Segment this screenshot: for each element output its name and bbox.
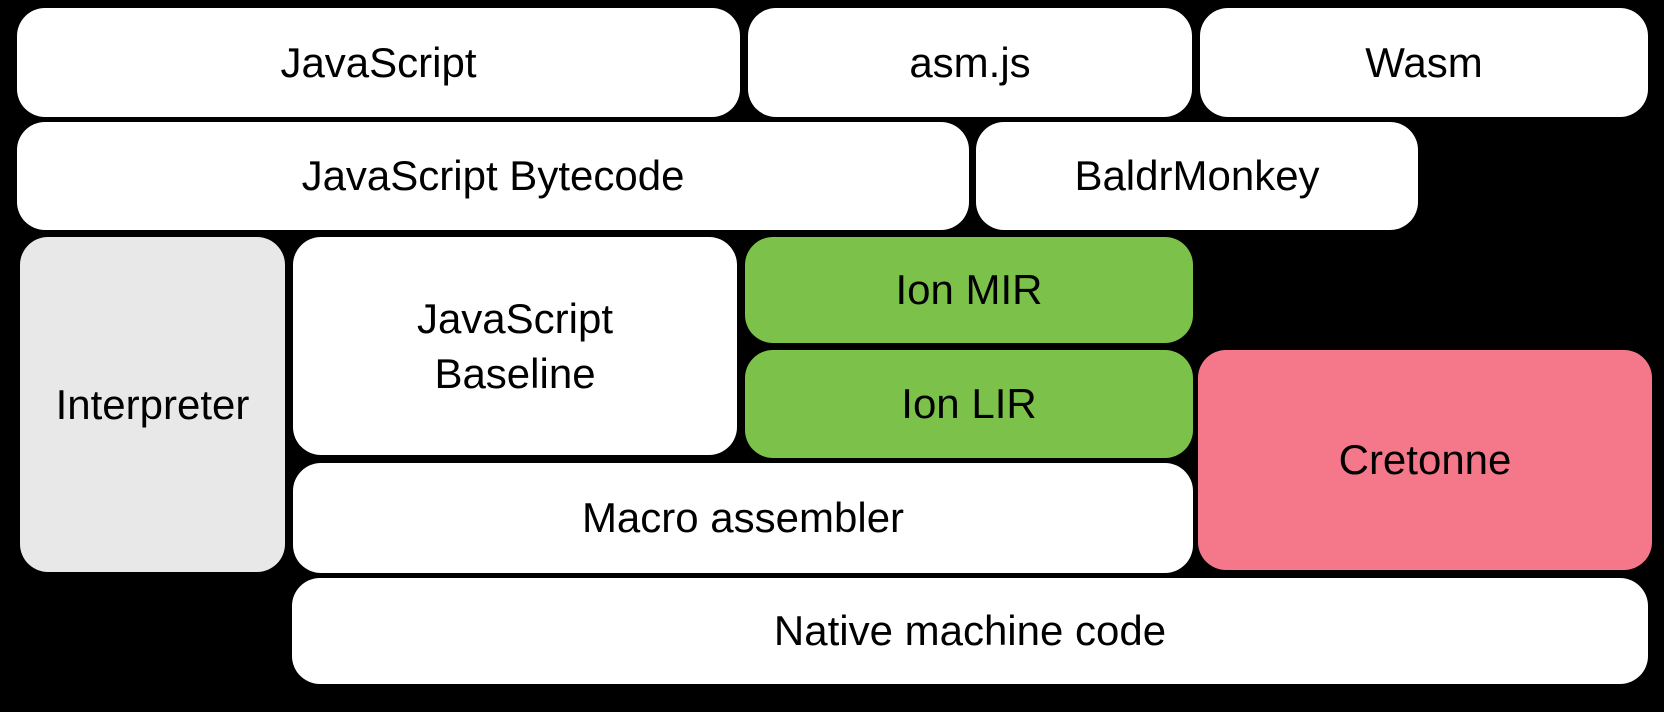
node-ion-mir: Ion MIR xyxy=(745,237,1193,343)
node-label: Wasm xyxy=(1365,38,1483,86)
node-label: Native machine code xyxy=(773,607,1167,655)
node-label: Interpreter xyxy=(55,380,250,428)
node-asmjs: asm.js xyxy=(748,8,1192,117)
node-label: Macro assembler xyxy=(581,494,905,542)
node-baldrmonkey: BaldrMonkey xyxy=(976,122,1418,230)
node-label: Ion MIR xyxy=(895,266,1043,314)
node-label: JavaScript xyxy=(280,38,477,86)
node-wasm: Wasm xyxy=(1200,8,1648,117)
node-native-machine-code: Native machine code xyxy=(292,578,1648,684)
node-label: Cretonne xyxy=(1338,436,1512,484)
node-macro-assembler: Macro assembler xyxy=(293,463,1193,573)
node-ion-lir: Ion LIR xyxy=(745,350,1193,458)
node-label: JavaScript Bytecode xyxy=(301,152,685,200)
node-javascript: JavaScript xyxy=(17,8,740,117)
node-cretonne: Cretonne xyxy=(1198,350,1652,570)
node-label: BaldrMonkey xyxy=(1074,152,1320,200)
node-interpreter: Interpreter xyxy=(20,237,285,572)
node-label: asm.js xyxy=(909,38,1031,86)
node-label: JavaScript Baseline xyxy=(416,294,614,397)
node-label: Ion LIR xyxy=(901,380,1037,428)
node-js-bytecode: JavaScript Bytecode xyxy=(17,122,969,230)
node-js-baseline: JavaScript Baseline xyxy=(293,237,737,455)
